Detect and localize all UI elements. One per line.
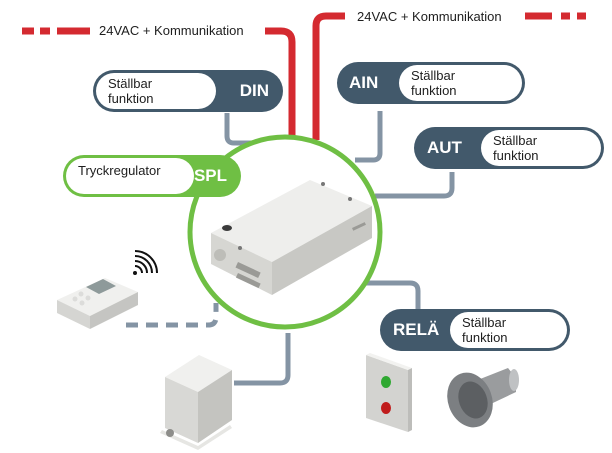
- horn-image: [447, 368, 519, 428]
- module-ain-description: Ställbar funktion: [399, 65, 522, 101]
- module-spl[interactable]: Tryckregulator SPL: [63, 155, 241, 197]
- connector-ain: [355, 111, 383, 163]
- module-ain-code: AIN: [349, 73, 379, 92]
- pressure-sensor-image: [160, 355, 232, 450]
- connector-din: [224, 113, 262, 146]
- module-spl-description: Tryckregulator: [66, 158, 194, 194]
- module-din[interactable]: Ställbar funktion DIN: [93, 70, 283, 112]
- wireless-panel-image: [57, 278, 138, 329]
- controller-box-image: [211, 180, 372, 295]
- power-line-right-label: 24VAC + Kommunikation: [357, 9, 502, 24]
- module-spl-code: SPL: [193, 166, 227, 185]
- module-aut[interactable]: AUT Ställbar funktion: [414, 127, 604, 169]
- connector-wireless-panel: [126, 303, 219, 328]
- connector-rela: [346, 280, 421, 310]
- module-din-code: DIN: [239, 81, 269, 100]
- power-line-left-label: 24VAC + Kommunikation: [99, 23, 244, 38]
- power-line-left: [22, 27, 296, 140]
- wireless-signal-icon: [133, 250, 158, 275]
- module-din-description: Ställbar funktion: [96, 73, 216, 109]
- power-line-right: [312, 12, 586, 140]
- module-ain[interactable]: AIN Ställbar funktion: [337, 62, 525, 104]
- connector-aut: [375, 172, 455, 199]
- module-aut-code: AUT: [427, 138, 462, 157]
- module-rela-description: Ställbar funktion: [450, 312, 567, 348]
- module-rela[interactable]: RELÄ Ställbar funktion: [380, 309, 570, 351]
- module-aut-description: Ställbar funktion: [481, 130, 601, 166]
- module-rela-code: RELÄ: [393, 320, 440, 339]
- indicator-panel-image: [366, 353, 412, 432]
- connector-pressure-sensor: [234, 333, 291, 386]
